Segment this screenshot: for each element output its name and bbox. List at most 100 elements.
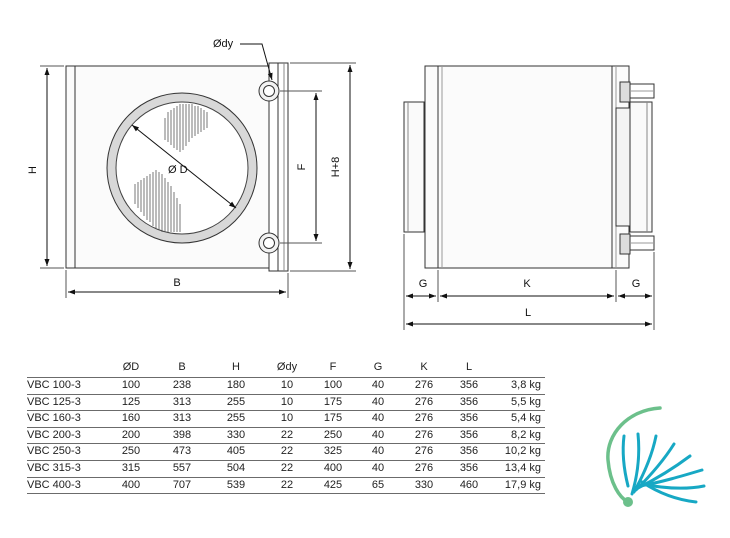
cell-ody: 10 <box>280 395 294 408</box>
cell-weight: 5,4 kg <box>511 412 541 425</box>
side-pipe-top <box>619 81 655 103</box>
cell-k: 276 <box>414 395 434 408</box>
cell-g: 40 <box>371 428 385 441</box>
label-f: F <box>296 163 308 170</box>
cell-k: 276 <box>414 412 434 425</box>
cell-g: 65 <box>371 478 385 491</box>
cell-model: VBC 160-3 <box>27 412 81 425</box>
od-dimension-line <box>131 124 237 209</box>
cell-weight: 17,9 kg <box>504 478 541 491</box>
right-spigot <box>629 101 653 233</box>
cell-f: 250 <box>323 428 343 441</box>
col-header-b: B <box>178 360 186 373</box>
cell-h: 405 <box>226 445 246 458</box>
cell-b: 313 <box>172 395 192 408</box>
cell-l: 460 <box>459 478 479 491</box>
side-view <box>403 65 655 330</box>
col-header-h: H <box>232 360 240 373</box>
cell-ody: 22 <box>280 478 294 491</box>
cell-model: VBC 315-3 <box>27 461 81 474</box>
cell-k: 276 <box>414 461 434 474</box>
cell-l: 356 <box>459 379 479 391</box>
col-header-g: G <box>373 360 383 373</box>
cell-l: 356 <box>459 428 479 441</box>
logo-rays <box>621 432 706 504</box>
cell-od: 100 <box>121 379 141 391</box>
cell-model: VBC 250-3 <box>27 445 81 458</box>
cell-f: 175 <box>323 412 343 425</box>
side-casing <box>424 65 630 269</box>
cell-h: 504 <box>226 461 246 474</box>
cell-b: 473 <box>172 445 192 458</box>
col-header-ody: Ødy <box>276 360 298 373</box>
cell-l: 356 <box>459 395 479 408</box>
cell-weight: 5,5 kg <box>511 395 541 408</box>
cell-weight: 8,2 kg <box>511 428 541 441</box>
col-header-model <box>27 356 107 378</box>
ody-leader <box>240 43 273 81</box>
cell-f: 175 <box>323 395 343 408</box>
cell-model: VBC 200-3 <box>27 428 81 441</box>
cell-g: 40 <box>371 445 385 458</box>
label-b: B <box>173 277 180 289</box>
cell-od: 250 <box>121 445 141 458</box>
cell-od: 400 <box>121 478 141 491</box>
front-view-labels: Ødy Ø D H B F H+8 <box>27 38 342 289</box>
table-row: VBC 315-3 315 557 504 22 400 40 276 356 13,4 kg <box>27 460 545 477</box>
cell-b: 557 <box>172 461 192 474</box>
logo-dot <box>623 497 633 507</box>
cell-b: 313 <box>172 412 192 425</box>
left-spigot <box>403 101 425 233</box>
pipe-connection-top <box>258 80 280 102</box>
cell-weight: 13,4 kg <box>504 461 541 474</box>
table-header-row: ØD B H Ødy F G K L <box>27 356 545 378</box>
side-view-labels: G K G L <box>419 278 641 319</box>
cell-od: 315 <box>121 461 141 474</box>
cell-f: 325 <box>323 445 343 458</box>
cell-h: 539 <box>226 478 246 491</box>
technical-drawing: Ødy Ø D H B F H+8 <box>27 38 655 330</box>
cell-ody: 22 <box>280 461 294 474</box>
spec-table: ØD B H Ødy F G K L VBC 100-3 100 238 180 10 1… <box>27 356 545 494</box>
label-h: H <box>27 166 39 174</box>
cell-b: 707 <box>172 478 192 491</box>
cell-f: 400 <box>323 461 343 474</box>
cell-ody: 22 <box>280 428 294 441</box>
brand-logo <box>606 406 706 507</box>
cell-k: 276 <box>414 379 434 391</box>
col-header-weight <box>491 356 545 378</box>
cell-model: VBC 100-3 <box>27 379 81 391</box>
cell-g: 40 <box>371 395 385 408</box>
col-header-f: F <box>329 360 337 373</box>
cell-g: 40 <box>371 461 385 474</box>
label-l: L <box>525 307 531 319</box>
col-header-od: ØD <box>122 360 140 373</box>
label-od: Ø D <box>168 164 188 176</box>
cell-weight: 3,8 kg <box>511 379 541 391</box>
label-k: K <box>523 278 531 290</box>
front-view <box>40 43 356 298</box>
side-pipe-bottom <box>619 233 655 255</box>
label-g-right: G <box>632 278 641 290</box>
cell-k: 276 <box>414 445 434 458</box>
cell-k: 330 <box>414 478 434 491</box>
cell-g: 40 <box>371 412 385 425</box>
col-header-l: L <box>465 360 473 373</box>
cell-od: 125 <box>121 395 141 408</box>
cell-h: 255 <box>226 395 246 408</box>
cell-model: VBC 400-3 <box>27 478 81 491</box>
cell-weight: 10,2 kg <box>504 445 541 458</box>
cell-ody: 10 <box>280 412 294 425</box>
cell-ody: 10 <box>280 379 294 391</box>
cell-h: 180 <box>226 379 246 391</box>
cell-od: 200 <box>121 428 141 441</box>
cell-h: 255 <box>226 412 246 425</box>
cell-b: 238 <box>172 379 192 391</box>
cell-od: 160 <box>121 412 141 425</box>
cell-l: 356 <box>459 461 479 474</box>
